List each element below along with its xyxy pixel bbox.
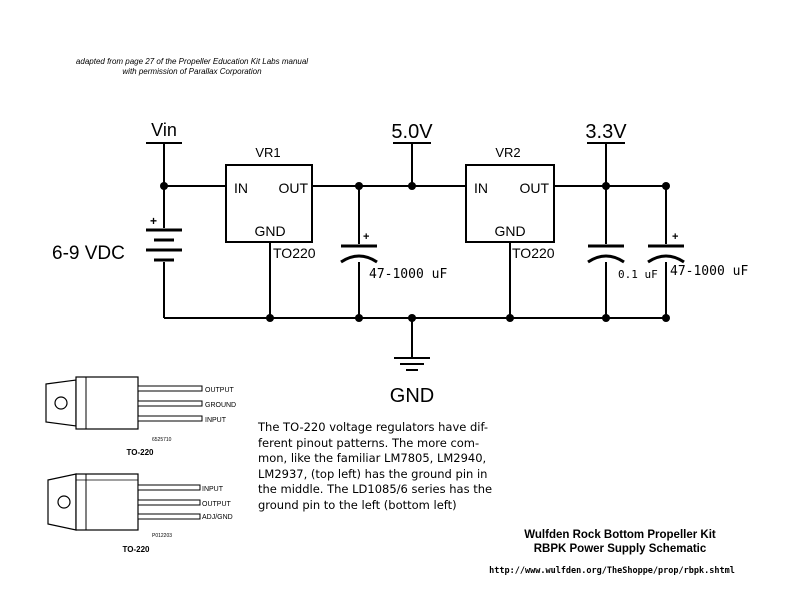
vr2-out: OUT: [519, 180, 549, 196]
vr2-name: VR2: [495, 145, 520, 160]
pkg2-pin-3: ADJ/GND: [202, 514, 233, 521]
gnd-label: GND: [390, 385, 434, 407]
vr1-name: VR1: [255, 145, 280, 160]
vr2-in: IN: [474, 180, 488, 196]
pkg1-pin-3: INPUT: [205, 417, 227, 424]
pkg2-code: P012203: [152, 533, 172, 539]
vin-range-label: 6-9 VDC: [52, 243, 125, 264]
battery-plus: +: [150, 214, 157, 228]
capacitors: [340, 244, 685, 264]
ground-symbol: [394, 357, 430, 371]
footer-title-1: Wulfden Rock Bottom Propeller Kit: [524, 529, 716, 541]
v33-label: 3.3V: [585, 121, 627, 143]
pinout-note: The TO-220 voltage regulators have dif-f…: [258, 420, 493, 512]
credit-line-1: adapted from page 27 of the Propeller Ed…: [76, 57, 308, 66]
vr2-box: [465, 164, 555, 243]
wires: [146, 142, 667, 358]
battery-symbol: [146, 228, 182, 262]
pkg1-name: TO-220: [127, 448, 155, 457]
v5-label: 5.0V: [391, 121, 433, 143]
footer-title-2: RBPK Power Supply Schematic: [534, 543, 707, 555]
vin-label: Vin: [151, 120, 177, 140]
pkg1-pin-2: GROUND: [205, 402, 236, 409]
pkg1-code: 6525710: [152, 437, 172, 443]
credit-line-2: with permission of Parallax Corporation: [122, 67, 262, 76]
pkg2-name: TO-220: [123, 545, 151, 554]
to220-package-2: [47, 473, 201, 531]
vr2-package: TO220: [512, 245, 555, 261]
pkg1-pin-1: OUTPUT: [205, 387, 235, 394]
vr1-package: TO220: [273, 245, 316, 261]
pkg2-pin-1: INPUT: [202, 486, 224, 493]
vr1-in: IN: [234, 180, 248, 196]
vr1-box: [225, 164, 313, 243]
vr1-out: OUT: [278, 180, 308, 196]
to220-package-1: [45, 376, 203, 430]
c3-value: 47-1000 uF: [670, 264, 748, 279]
pkg2-pin-2: OUTPUT: [202, 501, 232, 508]
vr1-gnd: GND: [254, 223, 285, 239]
c2-value: 0.1 uF: [618, 268, 658, 281]
c1-plus: +: [363, 231, 369, 243]
footer-url: http://www.wulfden.org/TheShoppe/prop/rb…: [489, 566, 735, 576]
junction-dots: [160, 182, 670, 322]
c1-value: 47-1000 uF: [369, 267, 447, 282]
c3-plus: +: [672, 231, 678, 243]
vr2-gnd: GND: [494, 223, 525, 239]
